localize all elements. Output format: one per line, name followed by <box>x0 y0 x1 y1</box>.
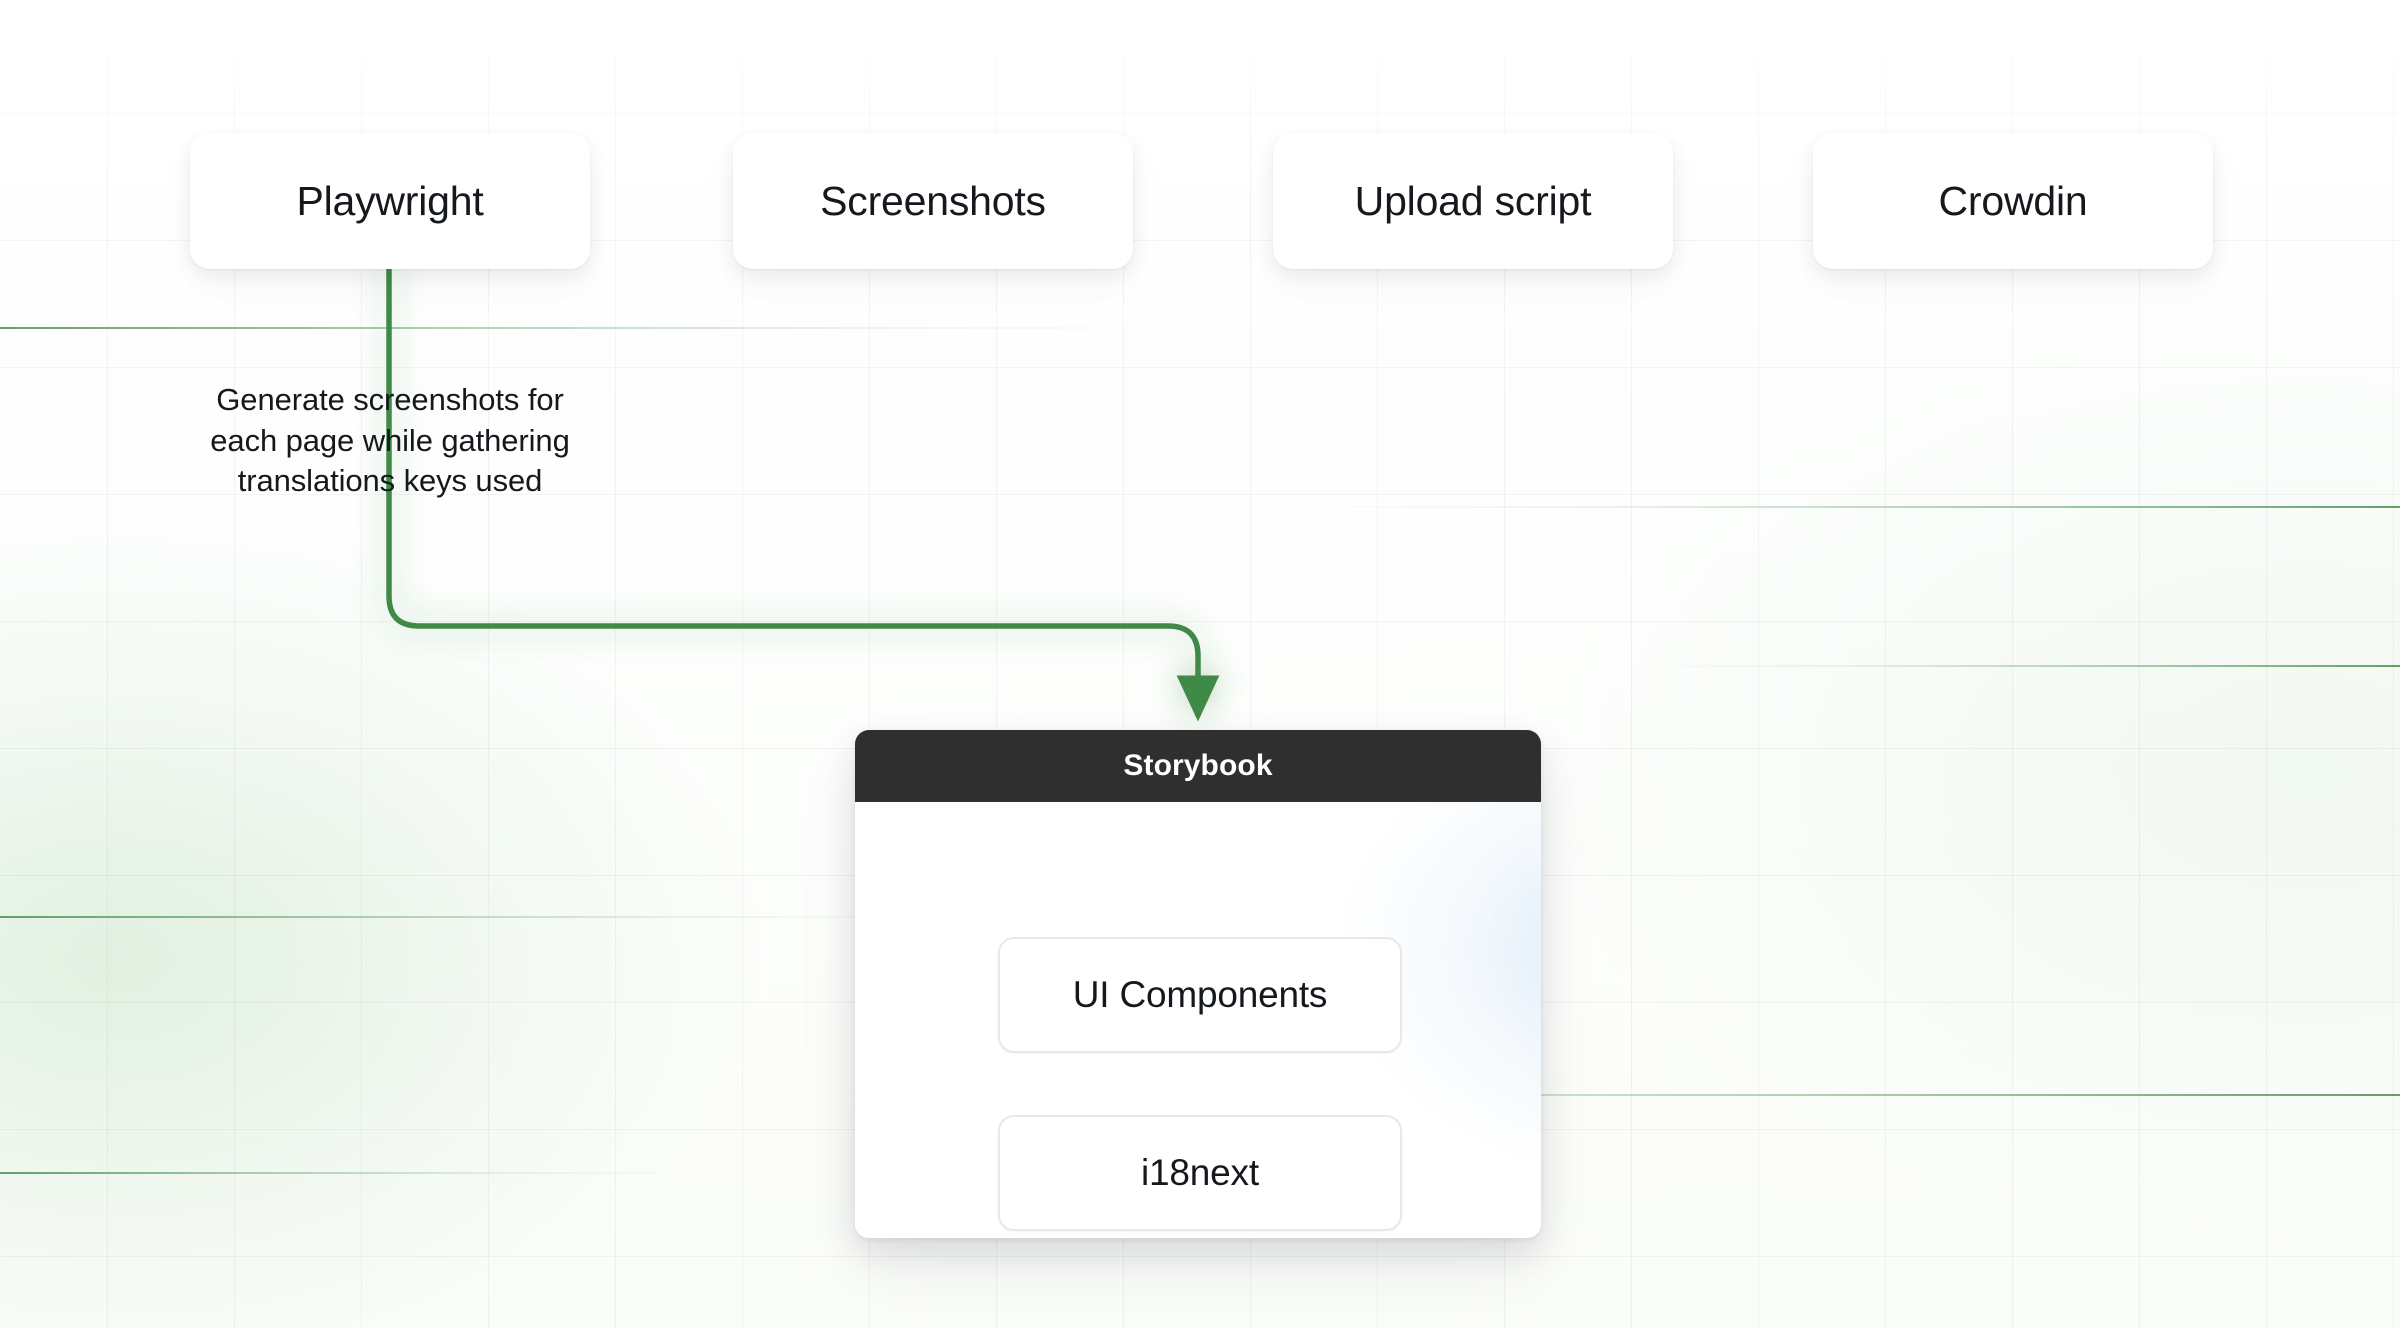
node-ui-components[interactable]: UI Components <box>998 937 1402 1053</box>
decorative-line <box>0 327 1180 329</box>
node-playwright-label: Playwright <box>296 177 484 224</box>
node-screenshots-label: Screenshots <box>820 177 1046 224</box>
node-crowdin[interactable]: Crowdin <box>1813 133 2213 269</box>
storybook-panel: Storybook UI Components i18next <box>855 730 1541 1238</box>
decorative-line <box>0 1172 700 1174</box>
node-upload-script-label: Upload script <box>1354 177 1592 224</box>
node-screenshots[interactable]: Screenshots <box>733 133 1133 269</box>
node-ui-components-label: UI Components <box>1072 974 1328 1015</box>
decorative-line <box>1300 506 2400 508</box>
pipeline-annotation: Generate screenshots for each page while… <box>210 382 570 499</box>
node-i18next[interactable]: i18next <box>998 1115 1402 1231</box>
storybook-title: Storybook <box>1123 749 1273 782</box>
decorative-line <box>1640 665 2400 667</box>
decorative-line <box>0 916 940 918</box>
storybook-body: UI Components i18next <box>855 802 1541 1238</box>
node-i18next-label: i18next <box>1141 1152 1259 1193</box>
node-crowdin-label: Crowdin <box>1938 177 2088 224</box>
storybook-titlebar: Storybook <box>855 730 1541 802</box>
node-playwright[interactable]: Playwright <box>190 133 590 269</box>
node-upload-script[interactable]: Upload script <box>1273 133 1673 269</box>
